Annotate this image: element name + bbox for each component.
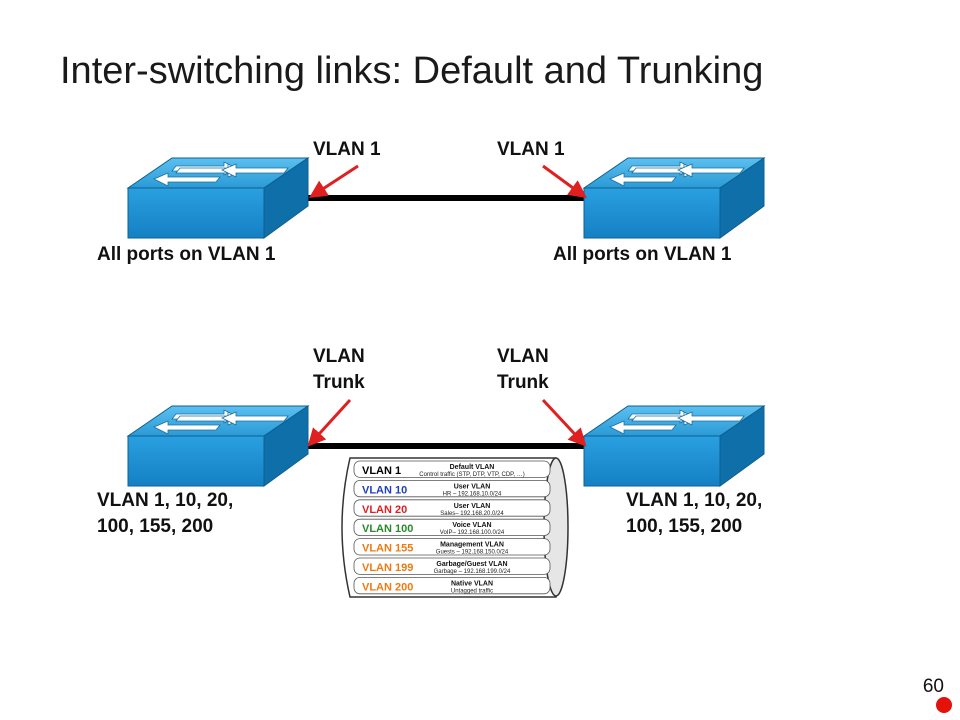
trunk-row-vlan-desc: HR – 192.168.10.0/24 — [443, 491, 502, 497]
trunk-row-vlan-id: VLAN 200 — [362, 581, 413, 593]
trunk-row-vlan-desc: Sales– 192.168.20.0/24 — [440, 511, 504, 517]
trunk-row-vlan-name: Default VLAN — [450, 464, 495, 471]
trunk-row-vlan-name: Management VLAN — [440, 542, 504, 549]
trunk-row-vlan-name: User VLAN — [454, 503, 491, 510]
trunk-row-vlan-desc: Untagged traffic — [451, 588, 493, 594]
top-left-link-label: VLAN 1 — [313, 139, 381, 160]
top-right-arrow-icon — [542, 164, 587, 199]
top-right-switch-icon — [583, 157, 765, 239]
top-right-link-label: VLAN 1 — [497, 139, 565, 160]
trunk-row — [353, 499, 551, 517]
trunk-row-vlan-name: Native VLAN — [451, 580, 493, 587]
bottom-left-switch-icon — [127, 405, 309, 487]
trunk-row — [353, 460, 551, 478]
trunk-row-vlan-desc: VoIP– 192.168.100.0/24 — [440, 530, 505, 536]
bottom-right-link-label: VLAN Trunk — [497, 346, 549, 393]
bottom-left-arrow-icon — [307, 398, 352, 447]
trunk-row-vlan-name: Voice VLAN — [452, 522, 491, 529]
trunk-row-vlan-name: User VLAN — [454, 483, 491, 490]
bottom-right-switch-icon — [583, 405, 765, 487]
trunk-row-vlan-id: VLAN 10 — [362, 484, 407, 496]
trunk-row-vlan-desc: Garbage – 192.168.199.0/24 — [434, 569, 511, 575]
slide-title: Inter-switching links: Default and Trunk… — [60, 50, 764, 92]
trunk-row-vlan-id: VLAN 100 — [362, 523, 413, 535]
top-left-arrow-icon — [308, 164, 359, 198]
trunk-row-vlan-id: VLAN 155 — [362, 543, 413, 555]
page-number: 60 — [922, 676, 944, 697]
trunk-row-vlan-name: Garbage/Guest VLAN — [436, 561, 507, 568]
trunk-row-vlan-desc: Guests – 192.168.150.0/24 — [436, 550, 509, 556]
bottom-left-link-label: VLAN Trunk — [313, 346, 365, 393]
trunk-row-vlan-id: VLAN 1 — [362, 465, 401, 477]
trunk-row — [353, 538, 551, 556]
top-left-switch-icon — [127, 157, 309, 239]
trunk-row-vlan-id: VLAN 20 — [362, 504, 407, 516]
trunk-row-vlan-desc: Control traffic (STP, DTP, VTP, CDP, …) — [419, 472, 524, 478]
top-left-switch-label: All ports on VLAN 1 — [97, 244, 276, 265]
bottom-right-arrow-icon — [541, 398, 587, 447]
trunk-row — [353, 479, 551, 498]
accent-dot — [936, 697, 952, 713]
trunk-row — [353, 518, 551, 537]
trunk-row — [353, 577, 551, 595]
bottom-right-switch-label: VLAN 1, 10, 20, 100, 155, 200 — [626, 490, 763, 537]
bottom-left-switch-label: VLAN 1, 10, 20, 100, 155, 200 — [97, 490, 234, 537]
top-right-switch-label: All ports on VLAN 1 — [553, 244, 732, 265]
trunk-row — [353, 557, 551, 575]
trunk-row-vlan-id: VLAN 199 — [362, 562, 413, 574]
